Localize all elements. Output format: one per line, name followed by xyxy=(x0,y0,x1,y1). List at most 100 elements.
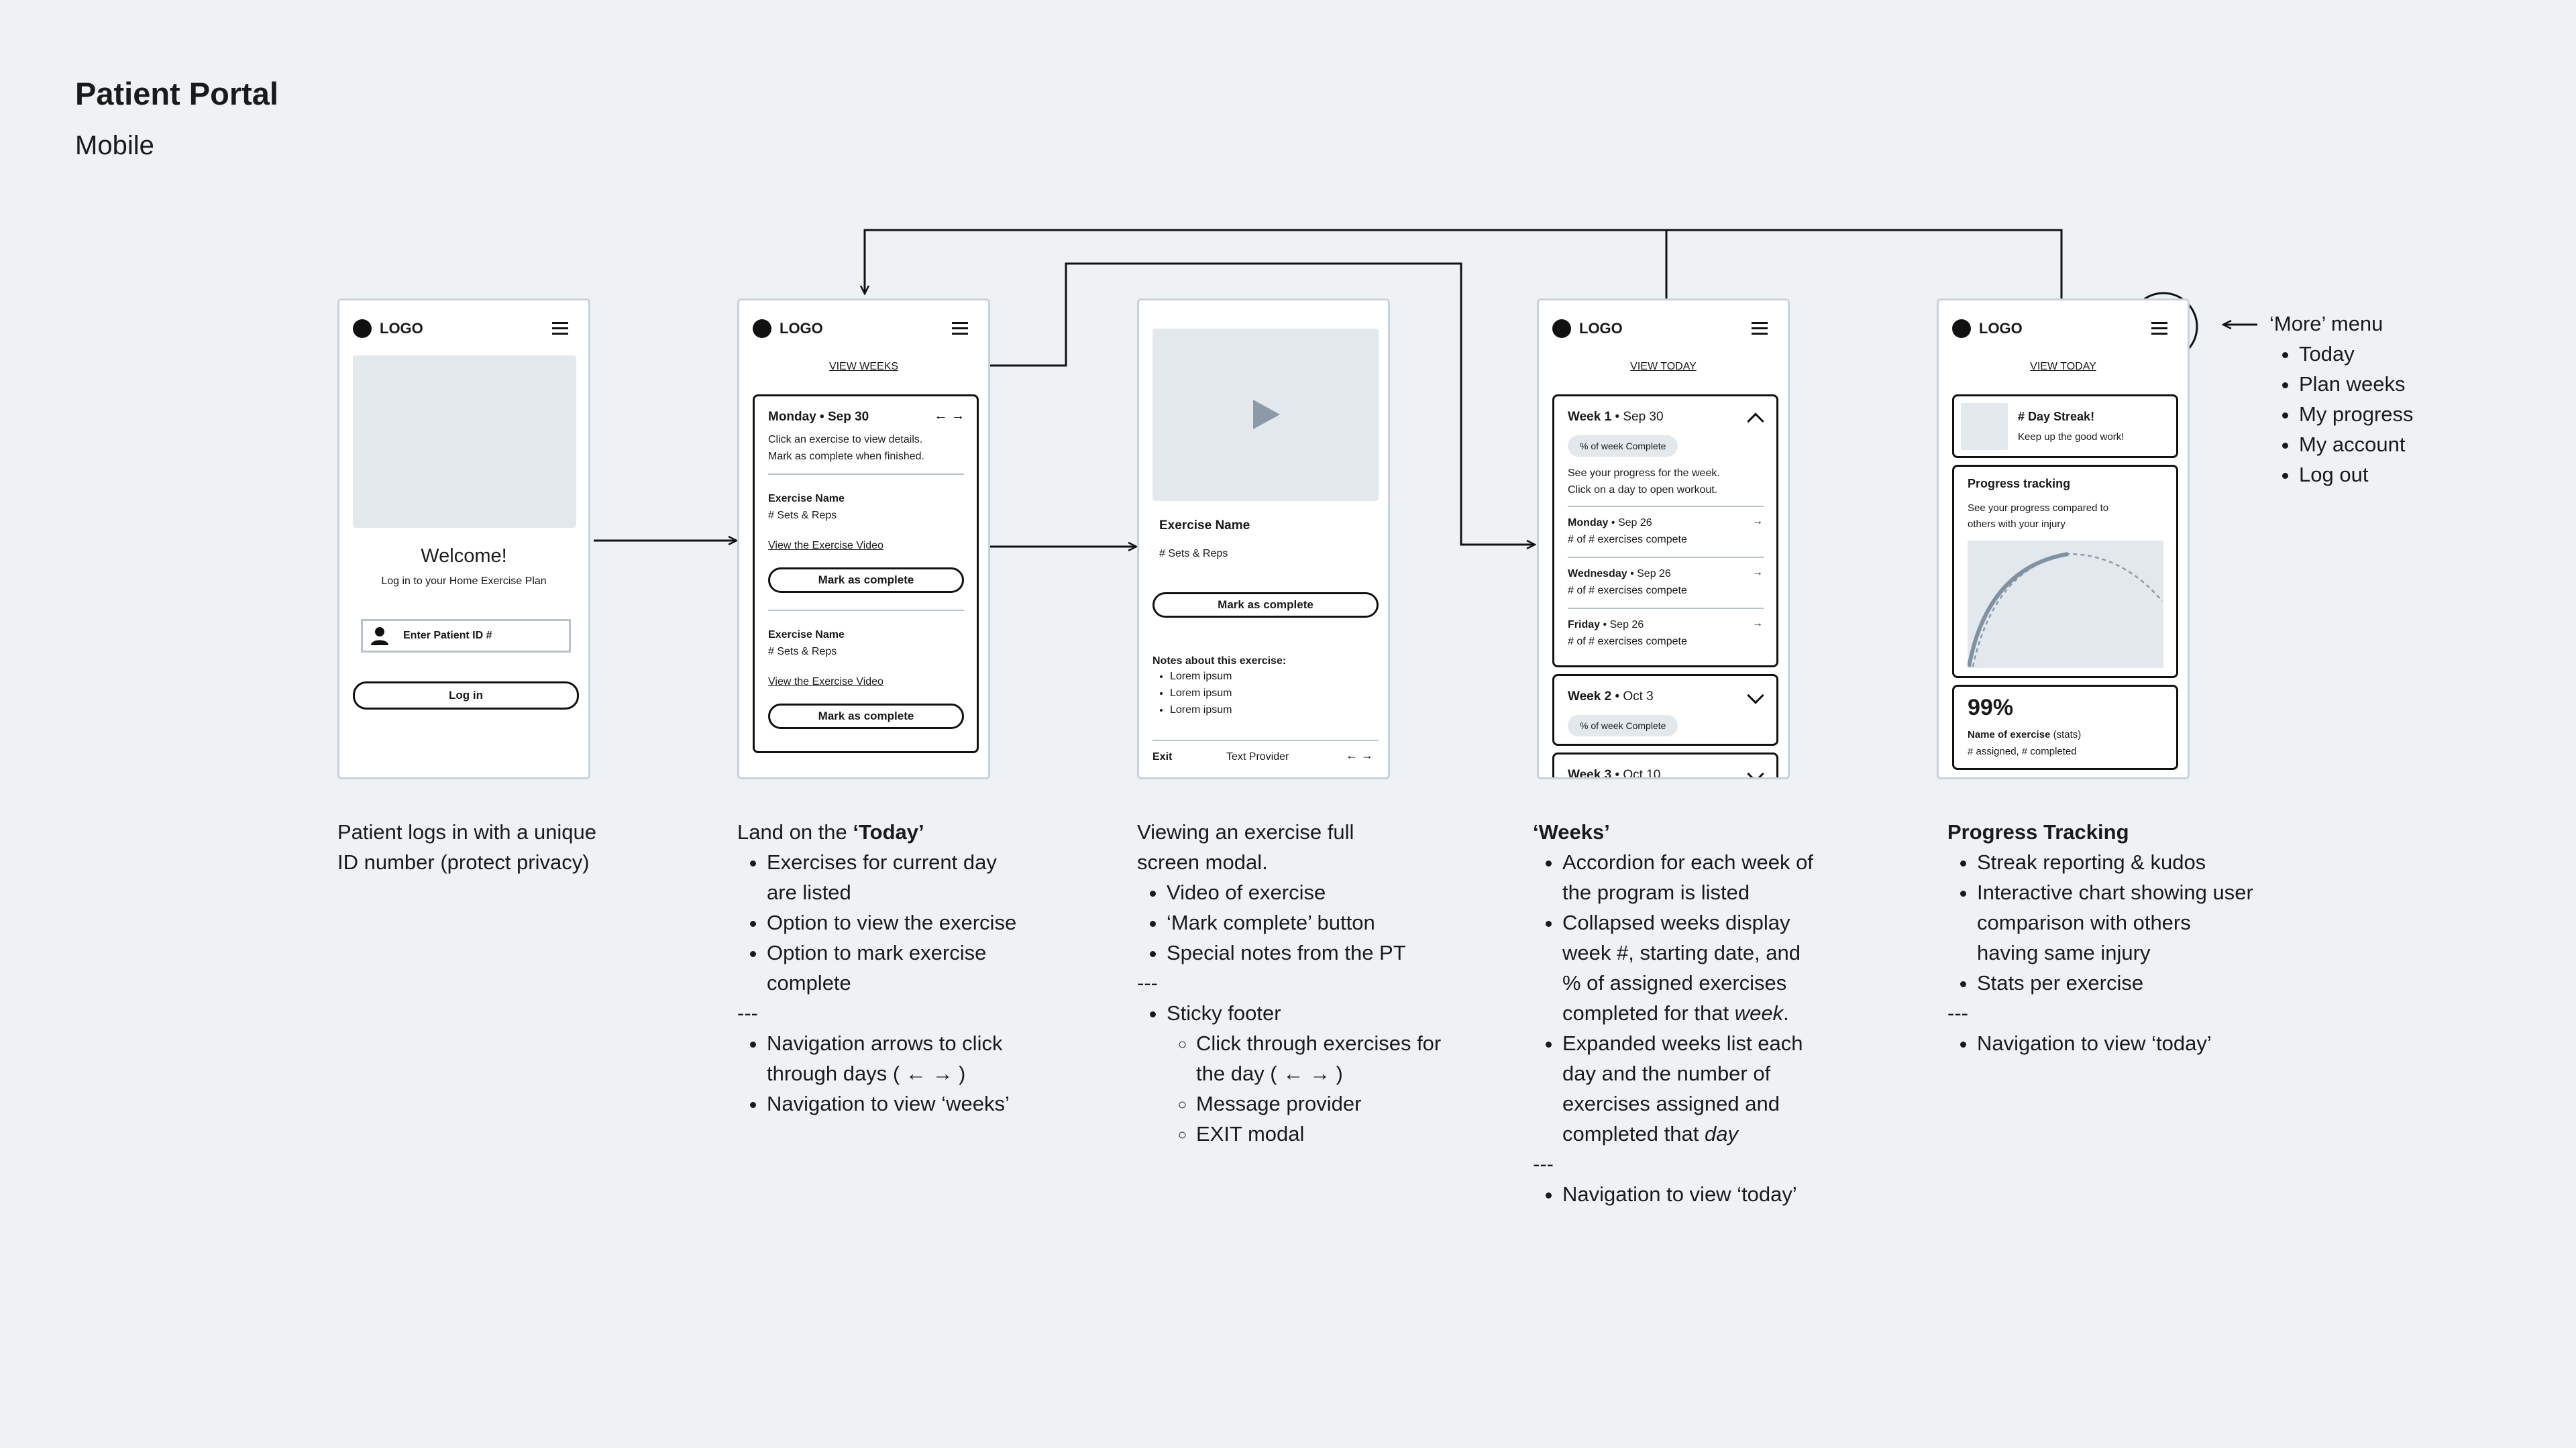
comparison-chart-svg xyxy=(1967,552,2163,667)
desc-item: Sticky footer xyxy=(1167,1001,1281,1025)
week-2-accordion[interactable]: Week 2 • Oct 3 % of week Complete xyxy=(1552,674,1778,746)
page-title: Patient Portal xyxy=(75,76,278,111)
day-name: Monday xyxy=(1568,517,1609,528)
day-count: # of # exercises compete xyxy=(1568,636,1687,647)
divider xyxy=(1568,506,1764,507)
chevron-down-icon[interactable] xyxy=(1747,765,1764,777)
play-icon[interactable] xyxy=(1245,394,1285,435)
hamburger-menu-icon[interactable] xyxy=(1752,322,1768,338)
desc-heading: ‘Today’ xyxy=(853,820,924,844)
week-progress-chip: % of week Complete xyxy=(1568,435,1678,457)
hamburger-menu-icon[interactable] xyxy=(952,322,968,338)
week-desc-2: Click on a day to open workout. xyxy=(1568,484,1718,496)
welcome-heading: Welcome! xyxy=(421,545,507,567)
view-today-link[interactable]: VIEW TODAY xyxy=(1630,361,1697,372)
more-menu-item: Plan weeks xyxy=(2299,369,2414,399)
notes-title: Notes about this exercise: xyxy=(1152,655,1287,667)
week-date: • Sep 30 xyxy=(1611,410,1664,424)
login-button[interactable]: Log in xyxy=(353,681,579,710)
day-count: # of # exercises compete xyxy=(1568,534,1687,545)
hamburger-menu-icon[interactable] xyxy=(2151,322,2167,338)
desc-line: Viewing an exercise full xyxy=(1137,820,1354,844)
logo-dot xyxy=(1952,319,1971,338)
desc-separator: --- xyxy=(1533,1152,1554,1176)
desc-item: Exercises for current day are listed xyxy=(767,847,1019,907)
desc-separator: --- xyxy=(737,1001,758,1025)
footer-divider xyxy=(1152,740,1379,741)
divider xyxy=(1568,608,1764,609)
login-screen: LOGO Welcome! Log in to your Home Exerci… xyxy=(337,298,590,779)
day-name: Friday xyxy=(1568,619,1601,630)
arrow-view-weeks xyxy=(909,262,1535,545)
desc-subitem: Message provider xyxy=(1196,1089,1472,1119)
desc-item: Interactive chart showing user compariso… xyxy=(1977,877,2256,968)
exercise-nav-arrows[interactable]: ← → xyxy=(1345,748,1373,762)
week-date: • Oct 3 xyxy=(1611,689,1654,704)
week-label: Week 3 xyxy=(1568,768,1612,779)
view-weeks-link[interactable]: VIEW WEEKS xyxy=(828,361,899,372)
day-row-monday[interactable]: Monday • Sep 26 xyxy=(1568,514,1652,531)
desc-emphasis: week xyxy=(1734,1001,1784,1025)
arrow-right-icon[interactable]: → xyxy=(1752,618,1763,629)
patient-id-placeholder: Enter Patient ID # xyxy=(403,630,492,641)
progress-screen: LOGO VIEW TODAY # Day Streak! Keep up th… xyxy=(1937,298,2190,779)
day-row-friday[interactable]: Friday • Sep 26 xyxy=(1568,616,1644,633)
login-description: Patient logs in with a unique ID number … xyxy=(337,817,659,877)
day-row-wednesday[interactable]: Wednesday • Sep 26 xyxy=(1568,565,1671,582)
week-1-accordion[interactable]: Week 1 • Sep 30 % of week Complete See y… xyxy=(1552,394,1778,667)
desc-item: Navigation to view ‘today’ xyxy=(1977,1028,2256,1058)
desc-punct: . xyxy=(1783,1001,1789,1025)
hero-image-placeholder xyxy=(353,355,576,528)
more-menu-item: Today xyxy=(2299,339,2414,369)
logo: LOGO xyxy=(380,320,423,337)
prev-day-arrow-icon[interactable]: ← xyxy=(934,408,948,423)
desc-item: Collapsed weeks display week #, starting… xyxy=(1562,911,1801,1025)
desc-separator: --- xyxy=(1947,1001,1968,1025)
note-item: Lorem ipsum xyxy=(1170,685,1232,702)
progress-desc-2: others with your injury xyxy=(1968,518,2065,530)
mark-complete-button[interactable]: Mark as complete xyxy=(768,704,964,729)
hamburger-menu-icon[interactable] xyxy=(552,322,568,338)
arrow-right-icon[interactable]: → xyxy=(1752,516,1763,527)
user-curve xyxy=(1967,552,2069,667)
user-icon xyxy=(371,627,388,645)
mark-complete-button[interactable]: Mark as complete xyxy=(1152,592,1379,618)
exercise-sets: # Sets & Reps xyxy=(1159,548,1228,559)
comparison-chart[interactable] xyxy=(1967,541,2163,668)
week-3-accordion[interactable]: Week 3 • Oct 10 xyxy=(1552,753,1778,779)
logo: LOGO xyxy=(1979,320,2023,337)
exercise-video-link[interactable]: View the Exercise Video xyxy=(768,676,883,687)
day-nav-arrows[interactable]: ← → xyxy=(934,408,965,424)
exercise-video-link[interactable]: View the Exercise Video xyxy=(768,540,883,551)
exercise-modal-screen: Exercise Name # Sets & Reps Mark as comp… xyxy=(1137,298,1390,779)
streak-badge-placeholder xyxy=(1961,403,2008,450)
video-player[interactable] xyxy=(1152,329,1379,501)
progress-description: Progress Tracking Streak reporting & kud… xyxy=(1947,817,2256,1058)
streak-title: # Day Streak! xyxy=(2018,410,2095,423)
desc-separator: --- xyxy=(1137,971,1158,995)
logo-dot xyxy=(1552,319,1571,338)
notes-list: Lorem ipsum Lorem ipsum Lorem ipsum xyxy=(1152,668,1232,718)
progress-desc-1: See your progress compared to xyxy=(1968,502,2109,514)
exercise-name: Exercise Name xyxy=(768,493,845,504)
desc-heading: Progress Tracking xyxy=(1947,820,2129,844)
instructions-line-1: Click an exercise to view details. xyxy=(768,434,923,445)
chevron-up-icon[interactable] xyxy=(1747,412,1764,430)
exit-button[interactable]: Exit xyxy=(1152,751,1173,763)
chevron-down-icon[interactable] xyxy=(1747,687,1764,704)
exercise-name: Exercise Name xyxy=(768,629,845,641)
arrow-right-icon[interactable]: → xyxy=(1752,567,1763,578)
stat-counts: # assigned, # completed xyxy=(1968,746,2077,757)
desc-prefix: Land on the xyxy=(737,820,853,844)
next-day-arrow-icon[interactable]: → xyxy=(951,408,965,423)
today-screen: LOGO VIEW WEEKS Monday • Sep 30 ← → Clic… xyxy=(737,298,990,779)
text-provider-link[interactable]: Text Provider xyxy=(1226,751,1289,763)
more-menu-items: Today Plan weeks My progress My account … xyxy=(2269,339,2414,490)
view-today-link[interactable]: VIEW TODAY xyxy=(2030,361,2096,372)
today-description: Land on the ‘Today’ Exercises for curren… xyxy=(737,817,1019,1119)
mark-complete-button[interactable]: Mark as complete xyxy=(768,567,964,593)
desc-subitem: EXIT modal xyxy=(1196,1119,1472,1149)
desc-item: Option to mark exercise complete xyxy=(767,938,1019,998)
day-date: • Sep 26 xyxy=(1600,619,1644,630)
patient-id-input[interactable]: Enter Patient ID # xyxy=(361,619,571,653)
